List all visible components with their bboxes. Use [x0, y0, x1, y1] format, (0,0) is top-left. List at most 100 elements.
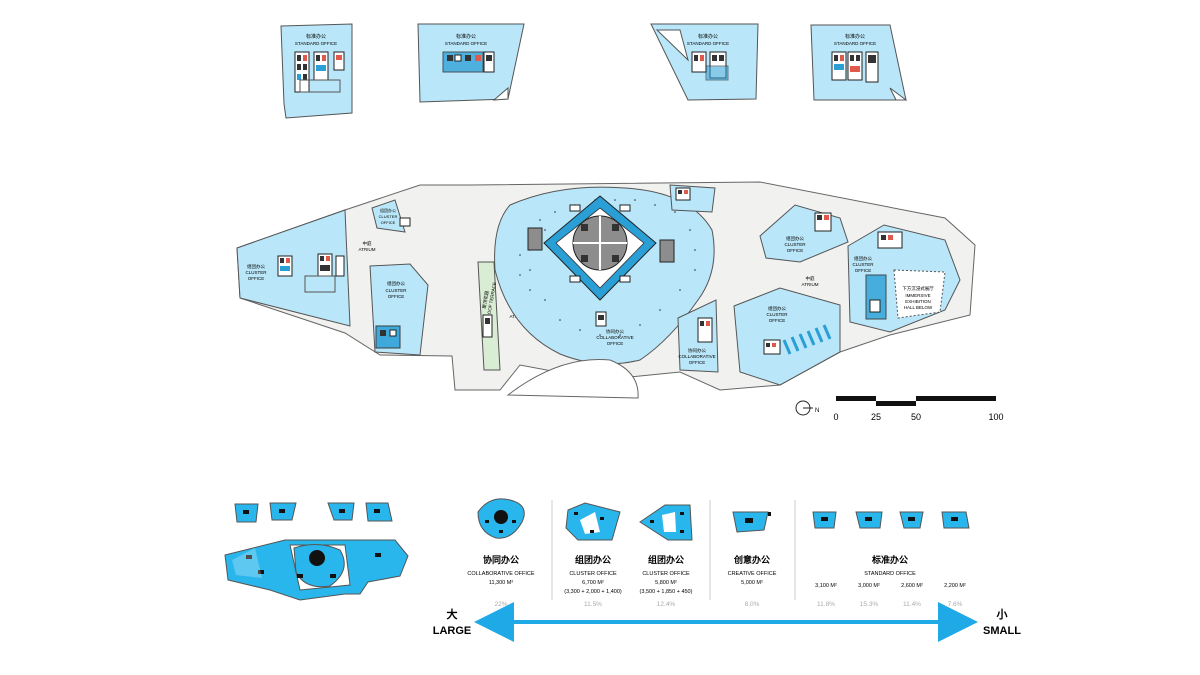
- central-core: [543, 195, 657, 301]
- collab-label-en-2: OFFICE: [689, 360, 706, 365]
- cluster-label-en: CLUSTER: [245, 270, 267, 275]
- legend-en: CLUSTER OFFICE: [642, 571, 690, 577]
- cluster-label-en-2: OFFICE: [855, 268, 872, 273]
- plate-label-cn: 标准办公: [456, 33, 476, 40]
- legend-percent: 11.4%: [903, 601, 921, 608]
- cluster-label-cn: 组团办公: [786, 235, 804, 242]
- atrium-label-cn: 中庭: [363, 240, 372, 247]
- legend-breakdown: (3,500 + 1,850 + 450): [640, 589, 693, 595]
- plate-label-cn: 标准办公: [845, 33, 865, 40]
- atrium-label-cn: 中庭: [806, 275, 815, 282]
- immersive-label-cn: 下方沉浸式展厅: [902, 285, 934, 292]
- plate-label-en: STANDARD OFFICE: [295, 41, 337, 46]
- immersive-label-en-3: HALL BELOW: [904, 305, 933, 310]
- roof-terrace-cn: 屋顶花园: [481, 290, 491, 309]
- immersive-label-en-2: EXHIBITION: [905, 299, 931, 304]
- standard-office-plate-1: 标准办公 STANDARD OFFICE: [280, 23, 353, 119]
- legend-area: 2,200 M²: [944, 583, 966, 589]
- legend-area: 5,000 M²: [741, 580, 763, 586]
- legend-area: 3,100 M²: [815, 583, 837, 589]
- legend-cn: 标准办公: [871, 554, 908, 565]
- cluster-label-en: CLUSTER: [766, 312, 788, 317]
- cluster-label-en-2: OFFICE: [248, 276, 265, 281]
- scale-label-100: 100: [988, 412, 1003, 422]
- legend-area: 3,000 M²: [858, 583, 880, 589]
- legend-cluster-office-2: 组团办公 CLUSTER OFFICE 5,800 M² (3,500 + 1,…: [639, 504, 693, 608]
- legend-percent: 7.6%: [948, 601, 963, 608]
- legend-percent: 11.8%: [817, 601, 835, 608]
- legend-en: COLLABORATIVE OFFICE: [467, 571, 534, 577]
- legend-percent: 12.4%: [657, 601, 676, 608]
- legend-area: 6,700 M²: [582, 580, 604, 586]
- cluster-label-cn: 组团办公: [854, 255, 872, 262]
- legend-area: 2,600 M²: [901, 583, 923, 589]
- scale-label-25: 25: [871, 412, 881, 422]
- immersive-label-en: IMMERSIVE: [905, 293, 930, 298]
- scale-bar: 0 25 50 100: [833, 396, 1004, 422]
- left-cluster-core: [277, 253, 345, 293]
- cluster-label-en-2: OFFICE: [769, 318, 786, 323]
- legend-standard-office: 标准办公 STANDARD OFFICE 3,100 M² 3,000 M² 2…: [812, 511, 970, 608]
- plate-label-cn: 标准办公: [698, 33, 718, 40]
- standard-office-plate-2: 标准办公 STANDARD OFFICE: [417, 23, 525, 103]
- legend-cn: 组团办公: [648, 554, 684, 565]
- standard-office-plate-3: 标准办公 STANDARD OFFICE: [650, 23, 759, 101]
- cluster-label-en-2: OFFICE: [381, 220, 396, 225]
- cluster-label-cn: 组团办公: [380, 207, 396, 213]
- collab-label-cn: 协同办公: [688, 347, 706, 354]
- legend: 协同办公 COLLABORATIVE OFFICE 11,300 M² 22% …: [467, 498, 970, 608]
- north-letter: N: [815, 408, 819, 414]
- small-label-cn: 小: [996, 607, 1008, 621]
- large-label-en: LARGE: [433, 625, 472, 637]
- core-block: [442, 51, 495, 73]
- legend-en: STANDARD OFFICE: [864, 571, 916, 577]
- collab-label-cn: 协同办公: [606, 328, 624, 335]
- legend-area: 11,300 M²: [489, 580, 514, 586]
- cluster-label-en: CLUSTER: [852, 262, 874, 267]
- scale-label-50: 50: [911, 412, 921, 422]
- legend-percent: 22%: [494, 601, 507, 608]
- small-label-en: SMALL: [983, 625, 1021, 637]
- cluster-label-cn: 组团办公: [768, 305, 786, 312]
- legend-en: CLUSTER OFFICE: [569, 571, 617, 577]
- collab-label-en-2: OFFICE: [607, 341, 624, 346]
- plate-label-cn: 标准办公: [306, 33, 326, 40]
- legend-creative-office: 创意办公 CREATIVE OFFICE 5,000 M² 8.0%: [728, 511, 777, 608]
- cluster-label-en-2: OFFICE: [388, 294, 405, 299]
- cluster-label-en-2: OFFICE: [787, 248, 804, 253]
- large-label-cn: 大: [447, 607, 458, 621]
- legend-cluster-office-1: 组团办公 CLUSTER OFFICE 6,700 M² (3,300 + 2,…: [564, 502, 622, 608]
- scale-label-0: 0: [833, 412, 838, 422]
- legend-cn: 组团办公: [575, 554, 611, 565]
- cluster-label-en: CLUSTER: [385, 288, 407, 293]
- cluster-label-cn: 组团办公: [387, 280, 405, 287]
- legend-collaborative-office: 协同办公 COLLABORATIVE OFFICE 11,300 M² 22%: [467, 498, 535, 608]
- legend-area: 5,800 M²: [655, 580, 677, 586]
- size-scale-arrow: 大 LARGE 小 SMALL: [433, 602, 1021, 642]
- atrium-label-en: ATRIUM: [359, 247, 376, 252]
- legend-en: CREATIVE OFFICE: [728, 571, 777, 577]
- legend-cn: 创意办公: [733, 554, 770, 565]
- legend-percent: 11.5%: [584, 601, 602, 608]
- main-floor-plan: 组团办公 CLUSTER OFFICE 组团办公 CLUSTER OFFICE …: [236, 181, 976, 399]
- cluster-label-en: CLUSTER: [379, 214, 398, 219]
- roof-terrace-en: ROOF TERRACE: [486, 282, 497, 318]
- core-block: [294, 51, 345, 93]
- core-block: [691, 51, 729, 81]
- legend-breakdown: (3,300 + 2,000 + 1,400): [564, 589, 622, 595]
- atrium-label-en: ATRIUM: [802, 282, 819, 287]
- legend-percent: 15.3%: [860, 601, 879, 608]
- north-arrow: N: [795, 400, 819, 416]
- core-block: [831, 51, 879, 83]
- legend-percent: 8.0%: [745, 601, 760, 608]
- cluster-label-en: CLUSTER: [784, 242, 806, 247]
- plate-label-en: STANDARD OFFICE: [834, 41, 876, 46]
- legend-cn: 协同办公: [483, 554, 519, 565]
- stripe-band: [782, 324, 832, 355]
- collab-label-en: COLLABORATIVE: [596, 335, 633, 340]
- collab-label-en: COLLABORATIVE: [678, 354, 715, 359]
- cluster-label-cn: 组团办公: [247, 263, 265, 270]
- key-map: [224, 502, 409, 601]
- standard-office-plate-4: 标准办公 STANDARD OFFICE: [810, 24, 908, 101]
